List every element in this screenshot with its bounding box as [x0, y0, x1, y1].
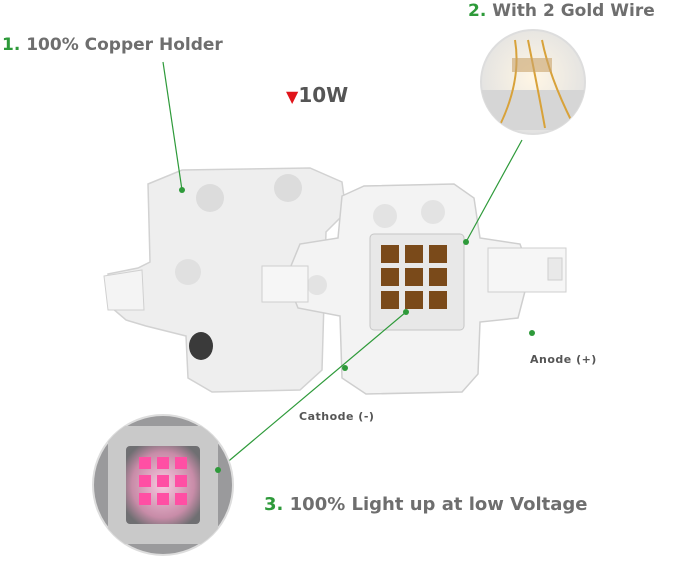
- callout-gold-wire: 2. With 2 Gold Wire: [468, 1, 655, 21]
- callout-number: 1.: [2, 35, 21, 55]
- power-rating: ▼10W: [286, 83, 348, 107]
- gold-wire-zoom: [480, 29, 586, 135]
- chip-array: [381, 245, 447, 309]
- anode-label: Anode (+): [530, 353, 597, 366]
- callout-light-up: 3. 100% Light up at low Voltage: [264, 494, 587, 515]
- callout-number: 3.: [264, 494, 284, 515]
- down-triangle-icon: ▼: [286, 87, 299, 106]
- callout-text: 100% Light up at low Voltage: [289, 494, 588, 515]
- callout-text: 100% Copper Holder: [26, 35, 223, 55]
- callout-text: With 2 Gold Wire: [492, 1, 655, 21]
- callout-number: 2.: [468, 1, 487, 21]
- cathode-label: Cathode (-): [299, 410, 375, 423]
- callout-copper-holder: 1. 100% Copper Holder: [2, 35, 223, 55]
- copper-holder: [103, 167, 347, 393]
- callout-lines: [162, 61, 523, 471]
- power-value: 10W: [298, 83, 349, 107]
- light-up-zoom: [92, 414, 234, 556]
